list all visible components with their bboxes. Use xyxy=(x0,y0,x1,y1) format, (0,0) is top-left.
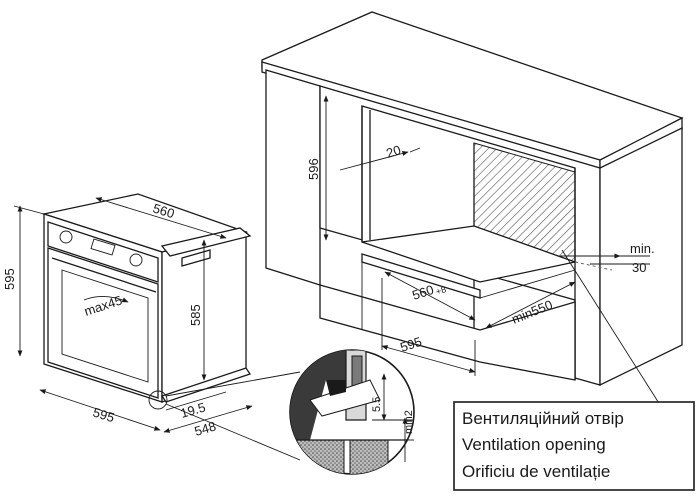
niche-height-label: 596 xyxy=(306,158,321,180)
door-window xyxy=(61,269,149,383)
left-knob-icon xyxy=(59,230,73,244)
oven xyxy=(41,193,252,403)
legend-ukrainian: Вентиляційний отвір xyxy=(462,409,624,428)
cabinet-right-panel xyxy=(599,126,683,387)
niche-width-tolerance: +8 xyxy=(435,284,448,297)
offset-label: 19.5 xyxy=(179,399,207,420)
ventilation-legend: Вентиляційний отвір Ventilation opening … xyxy=(453,401,695,491)
door-handle xyxy=(51,257,157,293)
detail-view: 5.5 min2 xyxy=(289,349,415,475)
legend-box xyxy=(453,401,695,491)
legend-english: Ventilation opening xyxy=(462,435,606,454)
niche-width-label: 560 xyxy=(410,282,435,303)
detail-marker xyxy=(148,390,168,410)
display-panel xyxy=(90,238,116,256)
cabinet-dimensions: 596 20 560 +8 min550 595 min. 30 xyxy=(306,95,663,409)
detail-min-label: min2 xyxy=(403,410,415,434)
detail-gap-label: 5.5 xyxy=(371,397,383,412)
oven-depth-label: 560 xyxy=(151,201,176,222)
top-vent-label: 20 xyxy=(384,142,402,161)
oven-body-height-label: 585 xyxy=(188,304,203,326)
oven-height-label: 595 xyxy=(2,268,17,290)
cabinet xyxy=(261,11,684,387)
right-knob-icon xyxy=(129,253,143,267)
vent-gap-min: min. xyxy=(630,241,655,256)
legend-romanian: Orificiu de ventilație xyxy=(462,462,610,481)
body-depth-label: 548 xyxy=(193,418,218,438)
cabinet-plinth xyxy=(319,284,576,381)
oven-base-rail xyxy=(160,367,252,403)
cabinet-width-label: 595 xyxy=(398,334,423,355)
vent-gap-value: 30 xyxy=(632,260,646,275)
oven-width-label: 595 xyxy=(91,405,116,426)
